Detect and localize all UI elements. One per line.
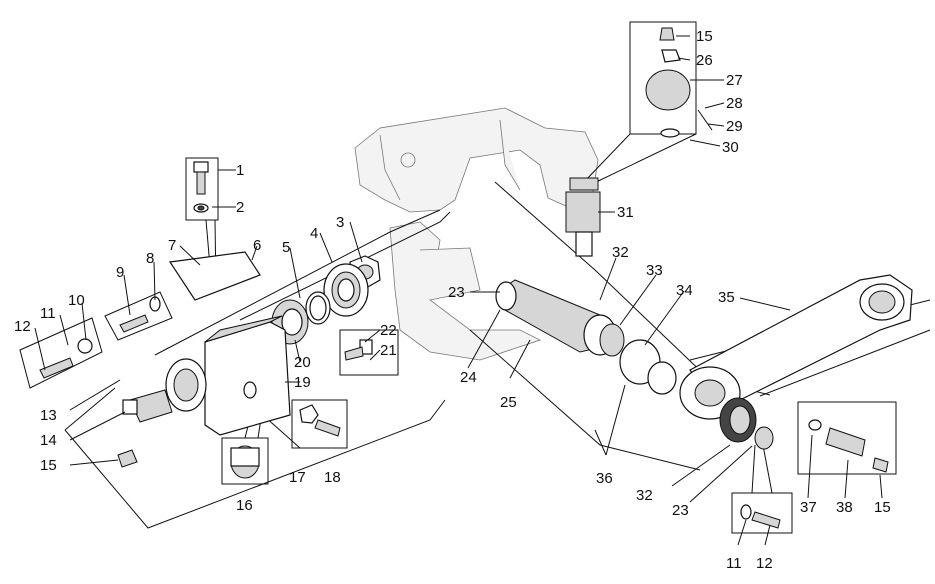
callout-17: 17 xyxy=(289,469,306,486)
callout-13: 13 xyxy=(40,407,57,424)
callout-16: 16 xyxy=(236,497,253,514)
callout-9: 9 xyxy=(116,264,124,281)
callout-labels: 1 2 3 4 5 6 7 8 9 10 11 12 13 14 15 16 1… xyxy=(14,28,891,572)
part-nipple-15-right xyxy=(872,457,889,473)
callout-14: 14 xyxy=(40,432,57,449)
callout-8: 8 xyxy=(146,250,154,267)
part-flange-large xyxy=(165,358,207,412)
part-bolt-18 xyxy=(314,419,341,437)
callout-2: 2 xyxy=(236,199,244,216)
part-bearing-32 xyxy=(719,397,757,443)
callout-30: 30 xyxy=(722,139,739,156)
callout-12-bottom: 12 xyxy=(756,555,773,572)
part-seals-33-34 xyxy=(583,314,677,395)
callout-4: 4 xyxy=(310,225,318,242)
callout-35: 35 xyxy=(718,289,735,306)
callout-28: 28 xyxy=(726,95,743,112)
callout-23-top: 23 xyxy=(448,284,465,301)
callout-20: 20 xyxy=(294,354,311,371)
part-bolt-9 xyxy=(119,314,149,333)
part-bolt-22 xyxy=(344,339,373,361)
part-kingpin-31 xyxy=(565,177,601,257)
callout-23-bottom: 23 xyxy=(672,502,689,519)
callout-37: 37 xyxy=(800,499,817,516)
part-clip-37 xyxy=(808,419,822,431)
part-bolt-1 xyxy=(193,161,209,195)
callout-3: 3 xyxy=(336,214,344,231)
part-flange-4 xyxy=(323,263,369,317)
callout-31: 31 xyxy=(617,204,634,221)
part-link-rod-35 xyxy=(679,274,913,420)
callout-18: 18 xyxy=(324,469,341,486)
callout-22: 22 xyxy=(380,322,397,339)
callout-15-right: 15 xyxy=(874,499,891,516)
callout-32-top: 32 xyxy=(612,244,629,261)
callout-5: 5 xyxy=(282,239,290,256)
part-grease-nipple-15 xyxy=(117,449,138,468)
callout-19: 19 xyxy=(294,374,311,391)
part-ring-5 xyxy=(305,291,331,325)
part-bolt-38 xyxy=(825,427,866,457)
part-pin-14 xyxy=(122,389,173,423)
frame-bracket-ghost xyxy=(354,107,599,361)
callout-7: 7 xyxy=(168,237,176,254)
callout-32-bottom: 32 xyxy=(636,487,653,504)
part-nut-17 xyxy=(299,404,319,424)
callout-29: 29 xyxy=(726,118,743,135)
callout-1: 1 xyxy=(236,162,244,179)
callout-21: 21 xyxy=(380,342,397,359)
part-bolt-12 xyxy=(39,338,93,379)
callout-26: 26 xyxy=(696,52,713,69)
callout-34: 34 xyxy=(676,282,693,299)
part-bottom-bolt xyxy=(740,504,781,529)
part-top-assembly xyxy=(645,27,713,138)
callout-25: 25 xyxy=(500,394,517,411)
part-collar-23 xyxy=(754,426,774,450)
callout-leaders xyxy=(34,35,883,546)
callout-36: 36 xyxy=(596,470,613,487)
callout-33: 33 xyxy=(646,262,663,279)
callout-6: 6 xyxy=(253,237,261,254)
callout-12: 12 xyxy=(14,318,31,335)
callout-15-top: 15 xyxy=(696,28,713,45)
callout-11: 11 xyxy=(40,305,56,322)
callout-15-left: 15 xyxy=(40,457,57,474)
part-bushing-16 xyxy=(230,445,260,479)
callout-38: 38 xyxy=(836,499,853,516)
part-housing-19 xyxy=(204,315,291,436)
callout-11-bottom: 11 xyxy=(726,555,742,572)
part-washer-2 xyxy=(193,203,209,213)
callout-24: 24 xyxy=(460,369,477,386)
callout-10: 10 xyxy=(68,292,85,309)
callout-27: 27 xyxy=(726,72,743,89)
